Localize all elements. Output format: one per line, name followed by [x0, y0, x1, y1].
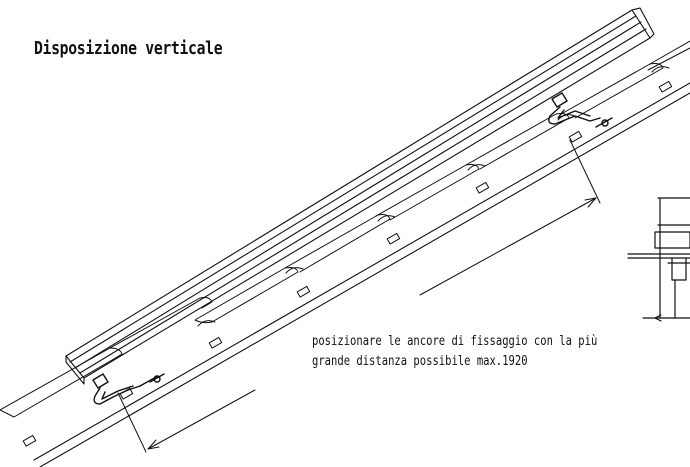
spacing-note-line-1: posizionare le ancore di fissaggio con l… — [312, 333, 598, 349]
roof-surface — [33, 82, 690, 467]
clamp-detail — [627, 197, 690, 322]
lower-roof-hook — [92, 373, 165, 405]
anchor-spacing-dimension — [117, 139, 601, 453]
solar-module — [65, 7, 655, 385]
page-title: Disposizione verticale — [34, 38, 223, 59]
upper-roof-hook — [548, 92, 613, 128]
spacing-note-line-2: grande distanza possibile max.1920 — [312, 353, 528, 369]
